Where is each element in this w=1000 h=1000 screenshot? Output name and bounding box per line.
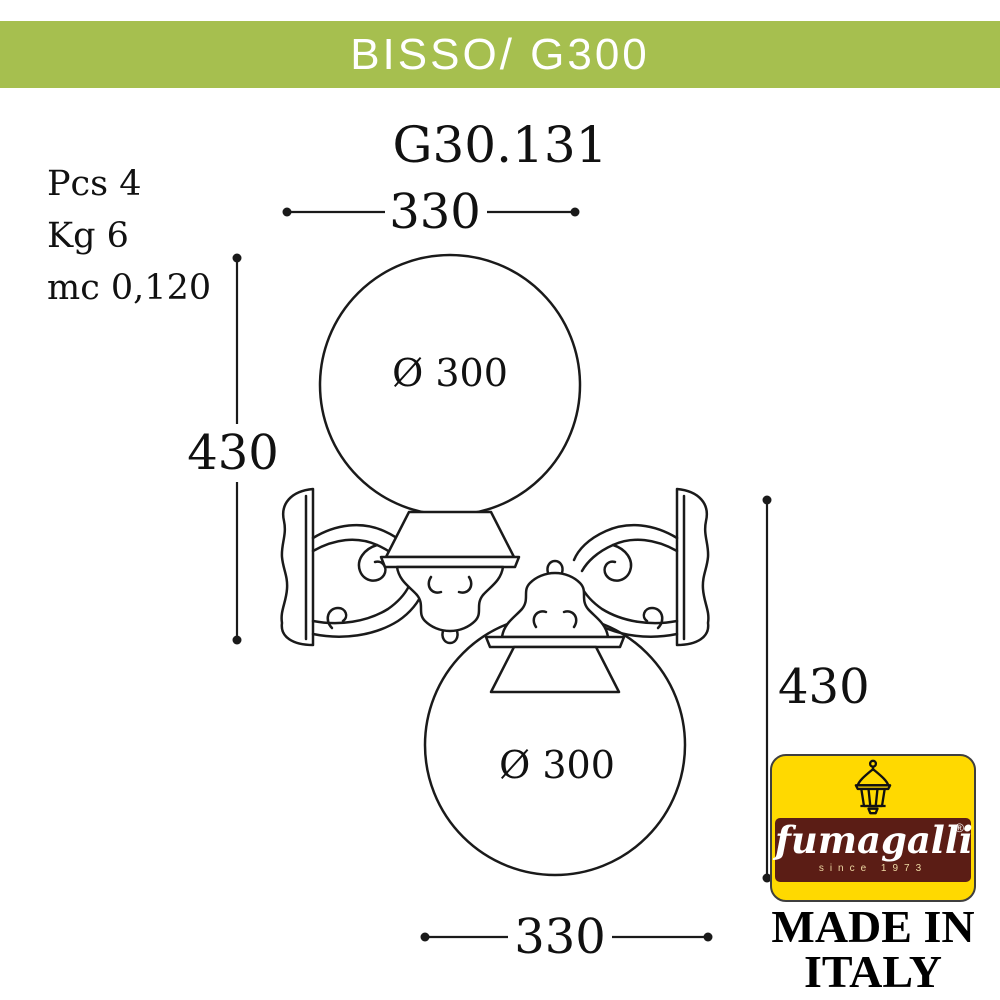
- made-in-text: MADE IN ITALY: [770, 901, 976, 997]
- made-in-line2: ITALY: [803, 946, 943, 997]
- dim-right-height: [762, 495, 772, 883]
- lamp-up-drawing: [280, 253, 582, 647]
- globe-diameter-label-up: Ø 300: [392, 351, 508, 395]
- dimension-lines: [232, 207, 772, 942]
- dim-left-height: [232, 253, 242, 645]
- logo-band: fumagalli since 1973 ®: [775, 818, 973, 882]
- lantern-icon: [854, 759, 892, 815]
- spec-kg: Kg 6: [47, 216, 129, 256]
- specs-block: Pcs 4 Kg 6 mc 0,120: [47, 158, 211, 314]
- dim-top-width: [282, 207, 580, 217]
- dim-bottom-width-label: 330: [514, 909, 606, 965]
- fumagalli-logo: fumagalli since 1973 ® MADE IN ITALY: [770, 754, 976, 997]
- product-code: G30.131: [392, 116, 608, 174]
- dim-left-height-label: 430: [187, 425, 279, 481]
- product-family-title: BISSO/ G300: [350, 29, 650, 79]
- logo-box: fumagalli since 1973 ®: [770, 754, 976, 902]
- dim-bottom-width: [420, 932, 713, 942]
- dim-right-height-label: 430: [778, 659, 870, 715]
- spec-volume: mc 0,120: [47, 268, 212, 308]
- dim-top-width-label: 330: [389, 184, 481, 240]
- brand-name: fumagalli: [775, 818, 973, 862]
- lamp-down-drawing: [423, 487, 710, 877]
- made-in-line1: MADE IN: [771, 901, 975, 952]
- header-bar: BISSO/ G300: [0, 21, 1000, 88]
- since-label: since 1973: [818, 863, 928, 874]
- globe-diameter-label-down: Ø 300: [499, 743, 615, 787]
- registered-mark: ®: [955, 821, 964, 835]
- dimension-labels: 330 430 430 330 Ø 300 Ø 300: [187, 184, 869, 965]
- spec-pcs: Pcs 4: [47, 164, 142, 204]
